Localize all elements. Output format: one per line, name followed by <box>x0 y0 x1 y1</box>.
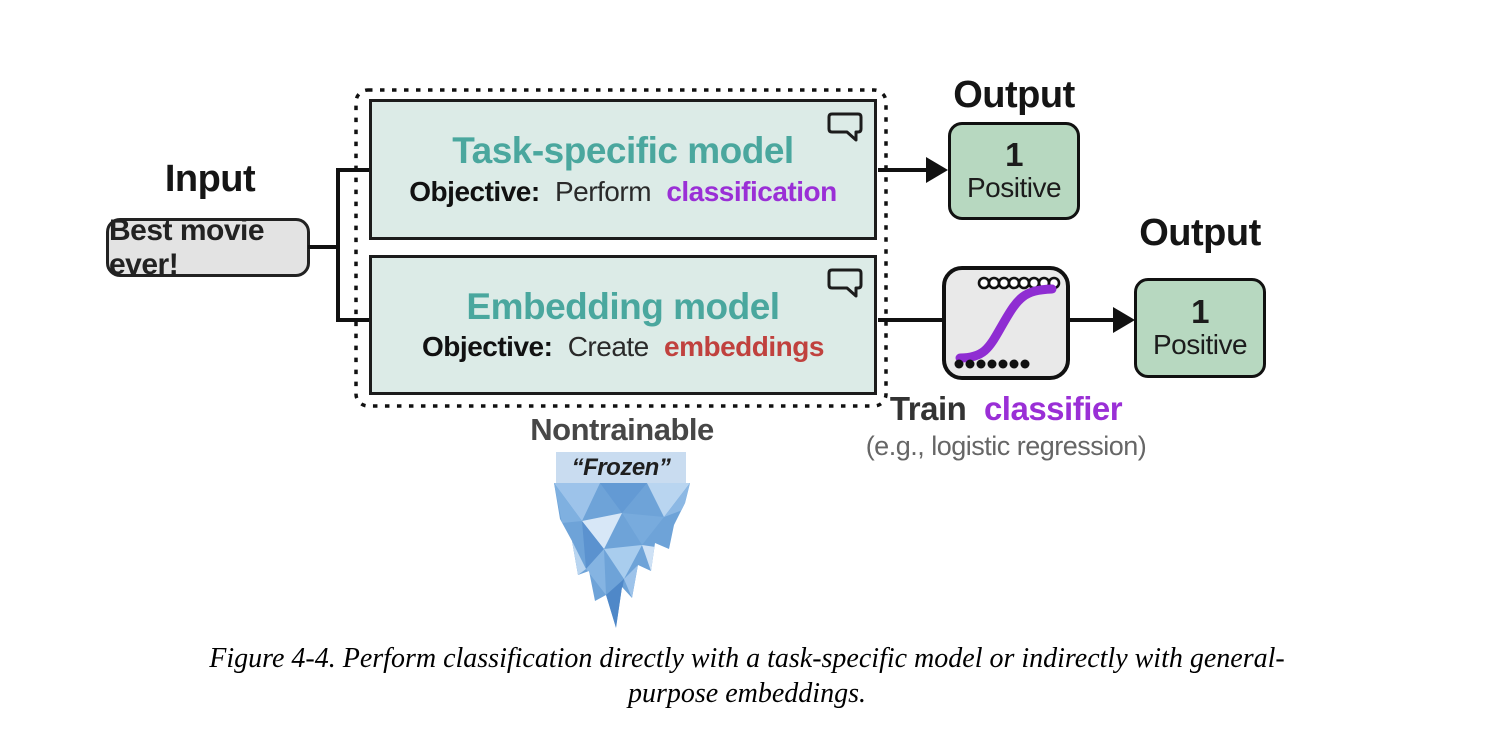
connector-input <box>308 245 340 249</box>
objective-verb: Perform <box>554 175 652 207</box>
arrow-task-to-output-line <box>878 168 930 172</box>
nontrainable-dashed-border <box>354 88 888 408</box>
train-classifier-label: Train classifier <box>870 390 1142 428</box>
classifier-box <box>942 266 1070 380</box>
caption-line-2: purpose embeddings. <box>628 678 866 709</box>
output-bottom-sentiment: Positive <box>1152 329 1248 361</box>
embedding-model-objective: Objective: Create embeddings <box>422 331 824 363</box>
task-model-title: Task-specific model <box>452 130 794 172</box>
output-bottom-value: 1 <box>1191 292 1209 330</box>
figure-caption: Figure 4-4. Perform classification direc… <box>0 641 1494 711</box>
output-top-box: 1 Positive <box>948 122 1080 220</box>
task-model-objective: Objective: Perform classification <box>409 175 837 208</box>
arrow-right-icon <box>926 157 948 183</box>
frozen-badge: “Frozen” <box>556 452 686 483</box>
train-word: Train <box>889 390 975 427</box>
classifier-note: (e.g., logistic regression) <box>865 431 1147 461</box>
connector-to-task-model <box>336 168 371 172</box>
connector-embedding-to-classifier <box>878 318 944 322</box>
nontrainable-label: Nontrainable <box>530 412 714 447</box>
input-box: Best movie ever! <box>106 214 310 281</box>
sigmoid-curve-icon <box>954 276 1061 369</box>
objective-label: Objective: <box>422 331 553 363</box>
output-bottom-label: Output <box>1139 212 1261 254</box>
objective-label: Objective: <box>409 175 540 207</box>
embedding-model-title: Embedding model <box>466 285 780 327</box>
embedding-model-box: Embedding model Objective: Create embedd… <box>369 255 877 395</box>
objective-object: classification <box>666 175 837 207</box>
classifier-word: classifier <box>983 390 1123 427</box>
input-label: Input <box>164 158 256 200</box>
output-bottom-box: 1 Positive <box>1134 278 1266 378</box>
output-top-sentiment: Positive <box>966 172 1062 204</box>
objective-object: embeddings <box>664 331 824 363</box>
connector-bracket-vertical <box>336 168 340 322</box>
task-model-box: Task-specific model Objective: Perform c… <box>369 99 877 240</box>
output-top-label: Output <box>953 74 1075 116</box>
speech-bubble-icon <box>827 112 863 142</box>
connector-to-embedding-model <box>336 318 371 322</box>
output-top-value: 1 <box>1005 135 1023 173</box>
speech-bubble-icon <box>827 268 863 298</box>
arrow-classifier-to-output-line <box>1070 318 1116 322</box>
arrow-right-icon <box>1113 307 1135 333</box>
objective-verb: Create <box>567 331 650 363</box>
caption-line-1: Figure 4-4. Perform classification direc… <box>209 643 1285 674</box>
iceberg-icon <box>554 483 690 628</box>
input-text: Best movie ever! <box>109 213 265 281</box>
